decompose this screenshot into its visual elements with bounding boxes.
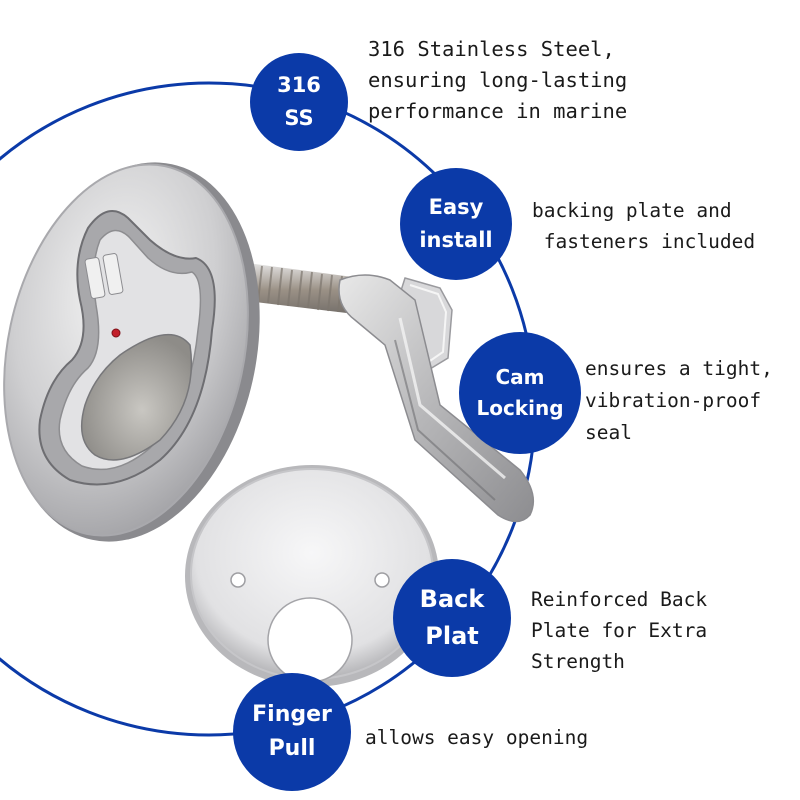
- description-line: backing plate and: [532, 199, 732, 222]
- description-line: fasteners included: [532, 230, 756, 253]
- badge-finger-pull-line-2: Pull: [268, 736, 316, 761]
- description-line: ensuring long-lasting: [368, 68, 628, 92]
- badge-316-ss-line-1: 316: [277, 73, 321, 98]
- badge-finger-pull-line-1: Finger: [252, 701, 332, 727]
- badge-cam-locking-line-2: Locking: [476, 396, 564, 420]
- description-line: performance in marine: [368, 99, 628, 123]
- cam-arm-icon: [338, 274, 535, 523]
- description-line: Strength: [531, 650, 625, 673]
- badge-back-plat: Back Plat: [393, 559, 511, 677]
- badge-finger-pull: Finger Pull: [233, 673, 351, 791]
- description-line: vibration-proof: [585, 389, 762, 412]
- feature-finger-pull-description: allows easy opening: [365, 722, 588, 753]
- feature-easy-install-description: backing plate and fasteners included: [532, 195, 755, 257]
- badge-back-plat-line-1: Back: [419, 584, 485, 613]
- badge-cam-locking: Cam Locking: [459, 332, 581, 454]
- badge-easy-install-line-1: Easy: [428, 195, 484, 220]
- description-line: seal: [585, 421, 632, 444]
- feature-cam-locking-description: ensures a tight, vibration-proof seal: [585, 353, 773, 449]
- badge-316-ss: 316 SS: [250, 53, 348, 151]
- badge-cam-locking-line-1: Cam: [495, 365, 545, 389]
- description-line: ensures a tight,: [585, 357, 773, 380]
- description-line: Reinforced Back: [531, 588, 708, 611]
- backing-plate-icon: [185, 465, 439, 687]
- description-line: Plate for Extra: [531, 619, 708, 642]
- feature-316-ss-description: 316 Stainless Steel, ensuring long-lasti…: [368, 34, 627, 127]
- badge-easy-install-line-2: install: [419, 228, 493, 252]
- description-line: allows easy opening: [365, 726, 589, 749]
- badge-back-plat-line-2: Plat: [425, 622, 479, 650]
- latch-flange-icon: [3, 162, 260, 542]
- badge-316-ss-line-2: SS: [284, 106, 314, 130]
- feature-back-plate-description: Reinforced Back Plate for Extra Strength: [531, 584, 707, 677]
- badge-easy-install: Easy install: [400, 168, 512, 280]
- description-line: 316 Stainless Steel,: [368, 37, 615, 61]
